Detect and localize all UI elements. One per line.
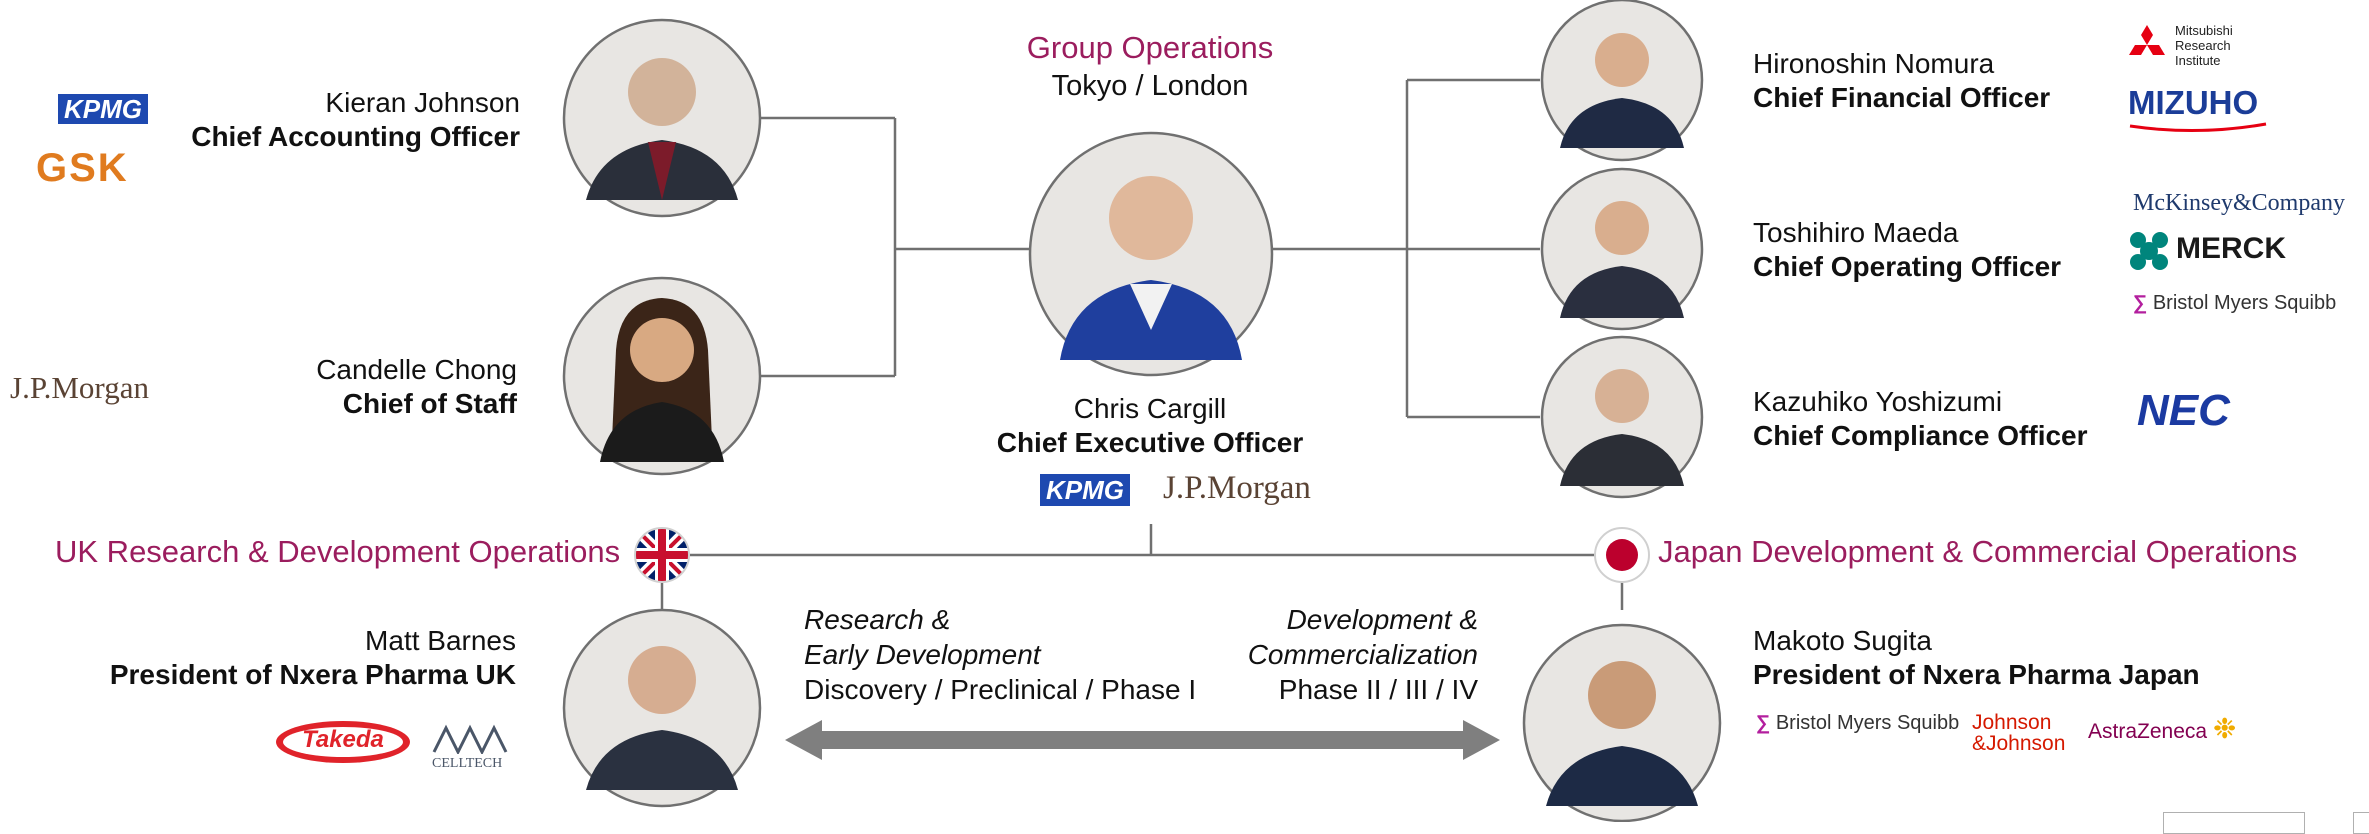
celltech-logo: CELLTECH	[430, 724, 520, 774]
mizuho-swoosh-icon	[2129, 122, 2267, 133]
mitsubishi-line-2: Research	[2175, 38, 2231, 53]
jnj-line-2: &Johnson	[1972, 732, 2066, 755]
photo-kazuhiko-yoshizumi	[1540, 335, 1704, 499]
astrazeneca-symbol-icon: ❉	[2212, 713, 2237, 744]
kpmg-logo: KPMG	[1040, 474, 1130, 506]
uk-phase-label-1: Research &	[804, 604, 951, 635]
footer-box-small	[2353, 812, 2369, 834]
photo-matt-barnes	[562, 608, 762, 808]
exec-hironoshin-nomura: Hironoshin Nomura Chief Financial Office…	[1753, 47, 2083, 115]
exec-makoto-sugita: Makoto Sugita President of Nxera Pharma …	[1753, 624, 2233, 692]
pipeline-double-arrow	[785, 720, 1500, 760]
takeda-ellipse-icon	[276, 721, 410, 763]
mckinsey-logo: McKinsey&Company	[2133, 190, 2345, 216]
mitsubishi-diamonds-icon	[2129, 25, 2165, 55]
celltech-text: CELLTECH	[432, 756, 503, 771]
bms-text: Bristol Myers Squibb	[1775, 712, 1960, 734]
mitsubishi-line-1: Mitsubishi	[2175, 23, 2233, 38]
mitsubishi-research-institute-logo: Mitsubishi Research Institute	[2125, 23, 2315, 71]
uk-phase-detail: Discovery / Preclinical / Phase I	[804, 674, 1197, 705]
takeda-logo: Takeda	[273, 718, 413, 766]
japan-phase-label-2: Commercialization	[1247, 639, 1478, 670]
uk-flag-icon	[634, 527, 690, 583]
merck-text: MERCK	[2176, 232, 2286, 265]
takeda-text: Takeda	[302, 726, 384, 753]
jnj-line-1: Johnson	[1972, 711, 2052, 734]
exec-kazuhiko-yoshizumi: Kazuhiko Yoshizumi Chief Compliance Offi…	[1753, 385, 2113, 453]
exec-matt-barnes: Matt Barnes President of Nxera Pharma UK	[60, 624, 516, 692]
connector-lines	[660, 78, 1624, 610]
japan-division-heading: Japan Development & Commercial Operation…	[1658, 534, 2298, 569]
exec-name: Toshihiro Maeda	[1753, 217, 1959, 248]
japan-phase-detail: Phase II / III / IV	[1278, 674, 1478, 705]
photo-circles	[562, 0, 1722, 822]
astrazeneca-logo: AstraZeneca ❉	[2088, 712, 2236, 745]
exec-name: Candelle Chong	[316, 354, 517, 385]
exec-name: Chris Cargill	[1073, 393, 1227, 424]
japan-phase-label-1: Development &	[1286, 604, 1478, 635]
bms-hand-icon: ∑	[2133, 292, 2148, 314]
exec-name: Makoto Sugita	[1753, 625, 1932, 656]
exec-title: Chief Operating Officer	[1753, 251, 2062, 282]
merck-symbol-icon	[2130, 232, 2168, 270]
bms-logo: ∑ Bristol Myers Squibb	[2133, 292, 2336, 315]
photo-toshihiro-maeda	[1540, 167, 1704, 331]
mitsubishi-line-3: Institute	[2175, 53, 2221, 68]
exec-title: Chief Accounting Officer	[191, 121, 520, 152]
jpmorgan-logo: J.P.Morgan	[10, 370, 149, 405]
uk-pipeline-label: Research & Early Development Discovery /…	[804, 602, 1224, 707]
uk-phase-label-2: Early Development	[804, 639, 1041, 670]
mizuho-logo: MIZUHO	[2128, 84, 2267, 133]
exec-candelle-chong: Candelle Chong Chief of Staff	[120, 353, 517, 421]
uk-division-heading: UK Research & Development Operations	[55, 534, 621, 569]
exec-toshihiro-maeda: Toshihiro Maeda Chief Operating Officer	[1753, 216, 2083, 284]
exec-title: Chief Financial Officer	[1753, 82, 2051, 113]
photo-makoto-sugita	[1522, 623, 1722, 822]
exec-name: Matt Barnes	[365, 625, 516, 656]
exec-name: Hironoshin Nomura	[1753, 48, 1995, 79]
jpmorgan-logo: J.P.Morgan	[1163, 470, 1311, 506]
exec-kieran-johnson: Kieran Johnson Chief Accounting Officer	[120, 86, 520, 154]
photo-candelle-chong	[562, 276, 762, 476]
japan-pipeline-label: Development & Commercialization Phase II…	[1120, 602, 1478, 707]
mizuho-text: MIZUHO	[2128, 84, 2259, 121]
photo-chris-cargill	[1028, 131, 1274, 377]
exec-title: Chief Executive Officer	[996, 427, 1304, 458]
exec-title: Chief Compliance Officer	[1753, 420, 2088, 451]
celltech-wave-icon	[432, 724, 508, 754]
bms-text: Bristol Myers Squibb	[2152, 292, 2337, 314]
bms-logo: ∑ Bristol Myers Squibb	[1756, 712, 1959, 735]
group-operations-title: Group Operations	[1026, 30, 1274, 65]
gsk-logo: GSK	[36, 146, 129, 190]
japan-flag-icon	[1594, 527, 1650, 583]
astrazeneca-text: AstraZeneca	[2088, 720, 2208, 743]
photo-hironoshin-nomura	[1540, 0, 1704, 162]
exec-name: Kieran Johnson	[325, 87, 520, 118]
group-operations-location: Tokyo / London	[1051, 70, 1249, 102]
footer-box	[2163, 812, 2305, 834]
exec-title: President of Nxera Pharma UK	[109, 659, 516, 690]
johnson-johnson-logo: Johnson &Johnson	[1972, 712, 2065, 754]
bms-hand-icon: ∑	[1756, 712, 1771, 734]
exec-chris-cargill: Chris Cargill Chief Executive Officer	[950, 392, 1350, 460]
photo-kieran-johnson	[562, 18, 762, 218]
exec-title: President of Nxera Pharma Japan	[1753, 659, 2200, 690]
exec-title: Chief of Staff	[342, 388, 517, 419]
nec-logo: NEC	[2137, 386, 2230, 435]
kpmg-logo: KPMG	[58, 94, 148, 124]
exec-name: Kazuhiko Yoshizumi	[1753, 386, 2003, 417]
